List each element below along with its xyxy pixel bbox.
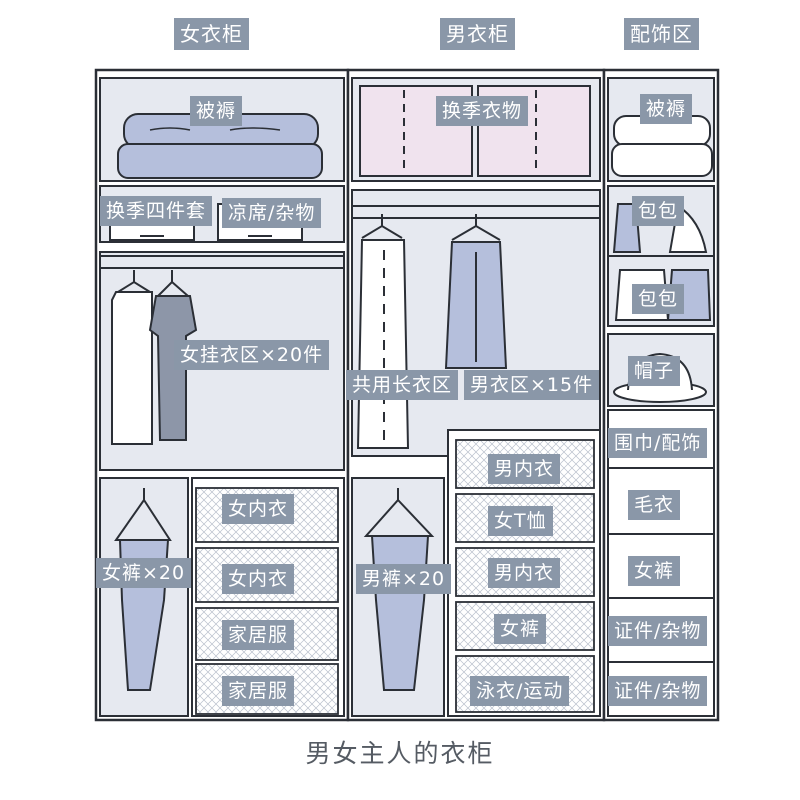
men-seasonal-illustration <box>359 85 591 177</box>
men-swim-sport-label: 泳衣/运动 <box>470 676 570 706</box>
accessory-scarf-label: 围巾/配饰 <box>608 428 708 458</box>
accessory-docs-label-1: 证件/杂物 <box>608 616 708 646</box>
accessory-bag-label-1: 包包 <box>632 196 685 226</box>
women-quilt-illustration <box>117 113 323 179</box>
accessory-hat-label: 帽子 <box>628 356 681 386</box>
accessory-trousers-label: 女裤 <box>628 556 681 586</box>
men-underwear-label-1: 男内衣 <box>488 454 561 484</box>
shelf-lines <box>100 205 714 663</box>
women-trousers-label: 女裤×20 <box>96 558 192 588</box>
men-trousers-label: 男裤×20 <box>356 564 452 594</box>
men-underwear-label-2: 男内衣 <box>488 558 561 588</box>
women-homewear-label-1: 家居服 <box>222 620 295 650</box>
men-shared-long-label: 共用长衣区 <box>346 370 459 400</box>
men-seasonal-label: 换季衣物 <box>436 96 529 126</box>
diagram-caption: 男女主人的衣柜 <box>305 739 495 768</box>
women-bedding-set-label: 换季四件套 <box>100 196 213 226</box>
women-hanging-clothes <box>100 267 344 445</box>
accessory-bag-label-2: 包包 <box>632 284 685 314</box>
men-women-trousers-label: 女裤 <box>494 614 547 644</box>
women-hanging-label: 女挂衣区×20件 <box>174 340 330 370</box>
men-hanging-label: 男衣区×15件 <box>464 370 600 400</box>
men-wardrobe-header: 男衣柜 <box>440 18 515 50</box>
accessory-docs-label-2: 证件/杂物 <box>608 676 708 706</box>
accessory-quilt-label: 被褥 <box>640 94 693 124</box>
women-wardrobe-header: 女衣柜 <box>174 18 249 50</box>
women-homewear-label-2: 家居服 <box>222 676 295 706</box>
women-quilt-label: 被褥 <box>190 96 243 126</box>
men-tshirt-label: 女T恤 <box>488 506 553 536</box>
women-underwear-label-1: 女内衣 <box>222 494 295 524</box>
accessory-sweater-label: 毛衣 <box>628 490 681 520</box>
women-mat-misc-label: 凉席/杂物 <box>222 198 322 228</box>
accessory-zone-header: 配饰区 <box>624 18 699 50</box>
women-underwear-label-2: 女内衣 <box>222 564 295 594</box>
